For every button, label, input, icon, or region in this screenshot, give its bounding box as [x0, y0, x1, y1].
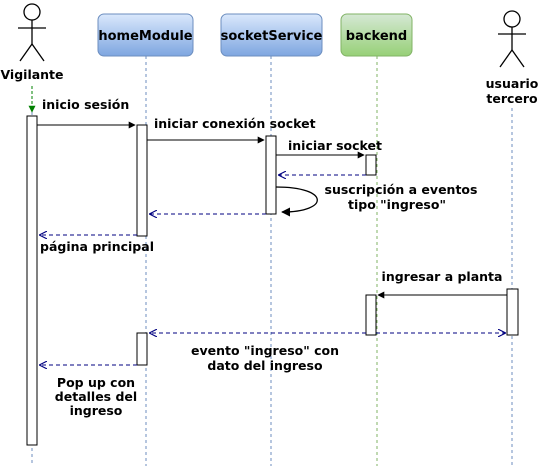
- home-module-activation-2: [136, 332, 148, 366]
- backend-activation-1: [365, 154, 377, 176]
- inicio-sesion-label: inicio sesión: [42, 97, 129, 112]
- usuario-tercero-label-line1: usuario: [486, 76, 539, 91]
- backend-activation-2: [365, 294, 377, 336]
- backend-label: backend: [346, 29, 407, 44]
- usuario-tercero-activation: [506, 288, 519, 336]
- socket-service-label: socketService: [221, 29, 323, 44]
- evento-ingreso-label-line1: evento "ingreso" con: [191, 343, 339, 358]
- usuario-tercero-label-line2: tercero: [486, 91, 538, 106]
- popup-label-line3: ingreso: [70, 403, 123, 418]
- suscripcion-self-arrow: [275, 186, 318, 217]
- suscripcion-label-line2: tipo "ingreso": [348, 197, 446, 212]
- home-module-label: homeModule: [98, 29, 192, 44]
- socket-service-activation: [265, 135, 277, 215]
- vigilante-actor: Vigilante: [0, 3, 64, 82]
- popup-label-line2: detalles del: [55, 389, 137, 404]
- backend-box: backend: [340, 13, 413, 57]
- vigilante-label: Vigilante: [0, 67, 63, 82]
- pagina-principal-label: página principal: [40, 239, 154, 254]
- suscripcion-label-line1: suscripción a eventos: [325, 182, 478, 197]
- home-module-box: homeModule: [97, 13, 194, 57]
- socket-service-box: socketService: [220, 13, 323, 57]
- iniciar-conexion-socket-label: iniciar conexión socket: [154, 116, 316, 131]
- ingresar-a-planta-label: ingresar a planta: [382, 269, 503, 284]
- popup-label-line1: Pop up con: [57, 375, 135, 390]
- home-module-activation-1: [136, 124, 148, 237]
- usuario-tercero-actor: usuario tercero: [486, 10, 539, 106]
- evento-ingreso-label-line2: dato del ingreso: [207, 358, 323, 373]
- vigilante-activation: [26, 115, 38, 446]
- iniciar-socket-label: iniciar socket: [288, 138, 382, 153]
